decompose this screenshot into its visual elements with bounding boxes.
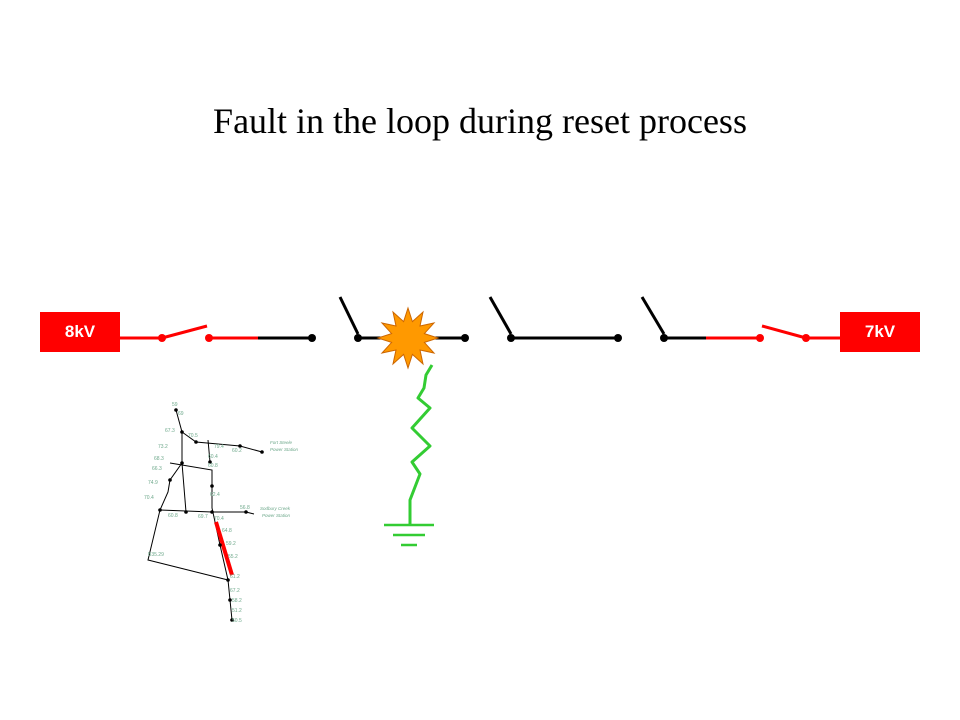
map-line-trunk bbox=[147, 409, 229, 581]
source-8kv-label: 8kV bbox=[64, 322, 96, 341]
right-breaker-open-blade bbox=[761, 324, 807, 340]
map-value-label: B35.29 bbox=[148, 552, 164, 558]
map-node bbox=[158, 508, 162, 512]
map-value-label: 55.2 bbox=[228, 554, 238, 560]
map-value-label: 60.2 bbox=[232, 448, 242, 454]
map-node bbox=[260, 450, 264, 454]
switch-3-open-blade bbox=[640, 296, 666, 335]
map-value-label: 51.2 bbox=[232, 608, 242, 614]
map-fault-section bbox=[214, 521, 234, 576]
map-value-label: 74.9 bbox=[148, 480, 158, 486]
map-value-label: 62.4 bbox=[210, 492, 220, 498]
map-value-label: 60.4 bbox=[208, 454, 218, 460]
map-value-label: 64.8 bbox=[222, 528, 232, 534]
map-value-label: 67.3 bbox=[165, 428, 175, 434]
map-node bbox=[226, 578, 230, 582]
ground-resistor bbox=[408, 364, 434, 524]
map-node bbox=[184, 510, 188, 514]
map-value-label: 59.2 bbox=[226, 541, 236, 547]
map-value-label: 70.4 bbox=[214, 516, 224, 522]
map-node bbox=[180, 461, 184, 465]
switch-1-open-blade bbox=[338, 296, 360, 335]
map-value-labels: 59 69 67.3 70.5 73.2 79.4 68.3 66.3 74.9… bbox=[144, 402, 299, 624]
source-7kv-label: 7kV bbox=[864, 322, 896, 341]
map-node bbox=[194, 440, 198, 444]
map-value-label: 67.2 bbox=[230, 588, 240, 594]
map-place-label: Sodbury Creek bbox=[260, 506, 291, 511]
fault-star-icon bbox=[376, 306, 440, 370]
map-node bbox=[230, 618, 234, 622]
inset-network-map: 59 69 67.3 70.5 73.2 79.4 68.3 66.3 74.9… bbox=[144, 402, 299, 624]
map-value-label: 69.7 bbox=[198, 514, 208, 520]
map-node bbox=[228, 598, 232, 602]
map-place-label: Power Station bbox=[262, 513, 291, 518]
map-value-label: 61.2 bbox=[230, 574, 240, 580]
map-value-label: 73.2 bbox=[158, 444, 168, 450]
map-line-branch-e bbox=[207, 439, 211, 463]
left-breaker-open-blade bbox=[161, 324, 208, 340]
left-energized-section bbox=[120, 324, 258, 342]
map-node bbox=[168, 478, 172, 482]
map-value-label: 56.8 bbox=[240, 505, 250, 511]
map-place-label: Power Station bbox=[270, 447, 299, 452]
map-node bbox=[210, 510, 214, 514]
map-node bbox=[210, 484, 214, 488]
map-value-label: 70.5 bbox=[188, 433, 198, 439]
map-value-label: 66.3 bbox=[152, 466, 162, 472]
map-node bbox=[174, 408, 178, 412]
map-value-label: 59 bbox=[172, 402, 178, 408]
source-7kv-box: 7kV bbox=[840, 312, 920, 352]
source-8kv-box: 8kV bbox=[40, 312, 120, 352]
map-node bbox=[218, 543, 222, 547]
map-value-label: 60.8 bbox=[208, 463, 218, 469]
map-node bbox=[244, 510, 248, 514]
switch-3-left-node bbox=[614, 334, 622, 342]
map-line-branch-d bbox=[181, 462, 187, 513]
map-node bbox=[180, 430, 184, 434]
map-value-label: 79.4 bbox=[214, 444, 224, 450]
map-value-label: 50.5 bbox=[232, 618, 242, 624]
right-breaker-node-a bbox=[756, 334, 764, 342]
switch-2-left-node bbox=[461, 334, 469, 342]
map-value-label: 68.3 bbox=[154, 456, 164, 462]
switch-1-left-node bbox=[308, 334, 316, 342]
map-place-label: Fort Steele bbox=[270, 440, 293, 445]
map-value-label: 58.2 bbox=[232, 598, 242, 604]
map-line-branch-a bbox=[181, 431, 263, 453]
map-nodes bbox=[158, 408, 264, 622]
ground-fault-path bbox=[384, 364, 434, 547]
map-value-label: 69 bbox=[178, 411, 184, 417]
slide-title: Fault in the loop during reset process bbox=[213, 101, 747, 141]
map-value-label: 60.8 bbox=[168, 513, 178, 519]
map-node bbox=[208, 460, 212, 464]
map-node bbox=[238, 444, 242, 448]
right-energized-section bbox=[706, 324, 840, 342]
map-value-label: 70.4 bbox=[144, 495, 154, 501]
switch-2-open-blade bbox=[488, 296, 513, 335]
de-energized-sections bbox=[258, 296, 706, 342]
